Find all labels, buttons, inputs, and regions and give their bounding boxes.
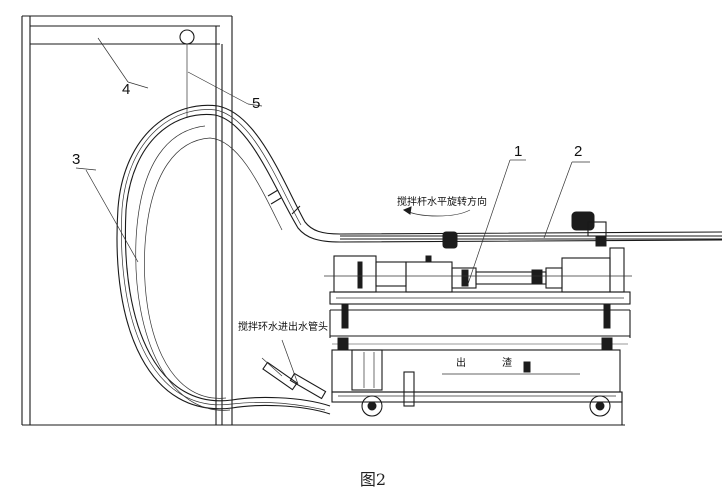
label-3: 3 bbox=[72, 151, 80, 168]
word-left: 出 bbox=[456, 356, 466, 369]
callouts: 4 5 3 1 2 bbox=[72, 37, 590, 285]
lower-cart: 出 渣 bbox=[232, 349, 625, 426]
horizontal-pipe bbox=[340, 235, 722, 240]
label-5: 5 bbox=[252, 95, 260, 112]
word-right: 渣 bbox=[502, 356, 512, 369]
machine-upper bbox=[324, 247, 632, 338]
label-1: 1 bbox=[514, 143, 522, 160]
rotation-direction-text: 搅拌杆水平旋转方向 bbox=[397, 195, 487, 208]
hose-loop bbox=[116, 104, 722, 415]
pipe-joint-text: 搅拌环水进出水管头 bbox=[238, 320, 328, 333]
dimension-line bbox=[332, 337, 628, 351]
left-tank bbox=[21, 15, 233, 426]
label-4: 4 bbox=[122, 81, 130, 98]
top-motor bbox=[442, 211, 607, 249]
rotation-annotation: 搅拌杆水平旋转方向 bbox=[397, 195, 487, 217]
figure-caption: 图2 bbox=[359, 470, 387, 489]
label-2: 2 bbox=[574, 143, 582, 160]
pipe-joint: 搅拌环水进出水管头 bbox=[238, 320, 328, 400]
